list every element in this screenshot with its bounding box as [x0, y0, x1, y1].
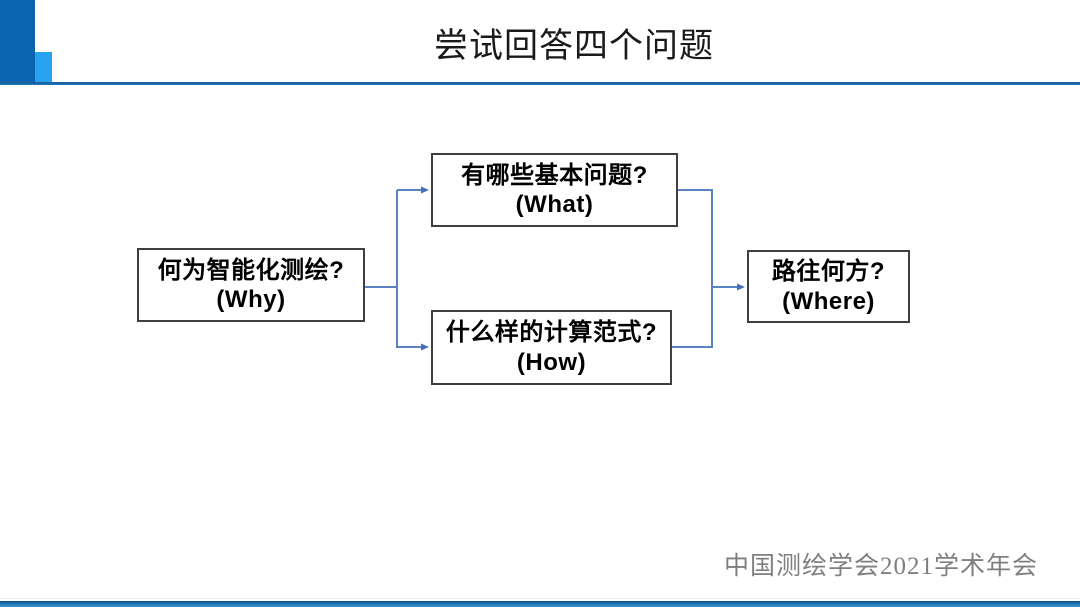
logo-dark-square — [0, 0, 35, 83]
box-where-line1: 路往何方? — [771, 258, 886, 286]
box-why-line2: (Why) — [216, 286, 286, 313]
box-how-line2: (How) — [516, 348, 587, 376]
footer-faint-line — [0, 598, 1080, 599]
box-how-line1: 什么样的计算范式? — [445, 319, 658, 347]
slide-title: 尝试回答四个问题 — [434, 27, 714, 65]
footer-credit: 中国测绘学会2021学术年会 — [723, 553, 1038, 580]
box-where-line2: (Where) — [782, 287, 875, 315]
logo-light-square — [35, 52, 52, 83]
diagram-box-what: 有哪些基本问题? (What) — [431, 153, 678, 227]
diagram-box-how: 什么样的计算范式? (How) — [431, 310, 672, 385]
bottom-accent-bar — [0, 601, 1080, 607]
header-divider-line — [0, 82, 1080, 85]
diagram-box-where: 路往何方? (Where) — [747, 250, 910, 323]
box-what-line2: (What) — [515, 191, 594, 218]
diagram-box-why: 何为智能化测绘? (Why) — [137, 248, 365, 322]
box-what-line1: 有哪些基本问题? — [461, 161, 648, 189]
box-why-line1: 何为智能化测绘? — [157, 256, 345, 284]
